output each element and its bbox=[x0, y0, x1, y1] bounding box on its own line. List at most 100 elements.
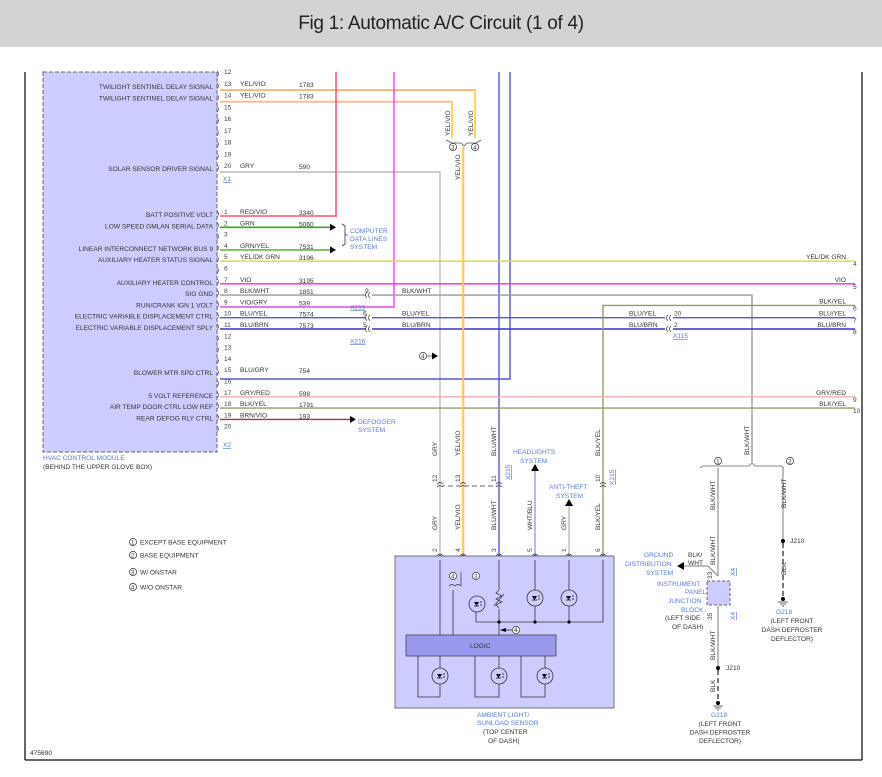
junction-location-1: (LEFT SIDE bbox=[665, 615, 701, 622]
pin-cavity-icon bbox=[216, 210, 219, 218]
right-edge-wire-label: BLU/YEL bbox=[819, 311, 846, 318]
option-number: 4 bbox=[473, 145, 477, 151]
sensor-location-1: (TOP CENTER bbox=[483, 729, 528, 736]
junction-dot bbox=[567, 620, 571, 624]
pin-cavity-icon bbox=[216, 402, 219, 410]
pin-cavity-icon bbox=[216, 153, 219, 160]
photodiode-icon bbox=[468, 595, 486, 613]
pin-signal-label: TWILIGHT SENTINEL DELAY SIGNAL bbox=[99, 84, 213, 91]
pin-number: 5 bbox=[224, 254, 228, 261]
wire-color-label: BRN/VIO bbox=[240, 412, 267, 419]
circuit-number: 598 bbox=[299, 391, 310, 398]
pin-cavity-icon bbox=[216, 129, 219, 136]
arrow-icon bbox=[531, 464, 539, 471]
pin-number: 13 bbox=[224, 345, 232, 352]
wire-color-label: BLU/YEL bbox=[240, 311, 267, 318]
x2-connector-label[interactable]: X2 bbox=[223, 442, 231, 449]
pin-number: 10 bbox=[224, 311, 232, 318]
wire-color-label: BLK/ bbox=[688, 552, 702, 559]
legend-option-number: 2 bbox=[131, 553, 135, 559]
pin-cavity-icon bbox=[216, 244, 219, 252]
pin-number: 9 bbox=[224, 299, 228, 306]
inline-connector-icon bbox=[666, 325, 672, 333]
svg-text:AMBIENT LIGHT/: AMBIENT LIGHT/ bbox=[477, 712, 529, 719]
wire-vio-gry-539[interactable] bbox=[220, 72, 395, 308]
splice-label: J210 bbox=[726, 665, 741, 672]
pin-cavity-icon bbox=[216, 233, 219, 240]
junction-pin-number: 33 bbox=[707, 571, 714, 579]
junction-block-name[interactable]: INSTRUMENT PANEL JUNCTION BLOCK bbox=[657, 581, 706, 614]
wire-color-label: BLU/YEL bbox=[402, 311, 429, 318]
option-brace bbox=[445, 139, 482, 147]
circuit-number: 3340 bbox=[299, 210, 314, 217]
legend-option-text: BASE EQUIPMENT bbox=[140, 553, 199, 560]
svg-text:BLOCK: BLOCK bbox=[681, 607, 704, 614]
wire-color-label: YEL/VIO bbox=[455, 430, 462, 456]
figure-title: Fig 1: Automatic A/C Circuit (1 of 4) bbox=[298, 12, 584, 34]
wire-color-label: GRY/RED bbox=[240, 390, 270, 397]
arrow-icon bbox=[330, 246, 336, 254]
sensor-name[interactable]: AMBIENT LIGHT/ SUNLOAD SENSOR bbox=[477, 712, 539, 727]
option-circle bbox=[786, 457, 794, 465]
wire-color-label: RED/VIO bbox=[240, 209, 267, 216]
pin-number: 5 bbox=[363, 322, 367, 329]
pin-number: 20 bbox=[224, 163, 232, 170]
wire-yel-vio-13[interactable] bbox=[220, 88, 476, 138]
wire-blk-wht-1851[interactable] bbox=[372, 294, 753, 462]
x1-connector-label[interactable]: X1 bbox=[223, 176, 231, 183]
legend-option-number: 4 bbox=[131, 585, 135, 591]
wire-color-label: BLU/YEL bbox=[629, 311, 656, 318]
diode-glyph bbox=[566, 596, 571, 600]
inline-connector-icon bbox=[365, 314, 371, 321]
wire-color-label: BLU/BRN bbox=[629, 322, 658, 329]
wire-color-label: BLU/WHT bbox=[491, 426, 498, 456]
pin-cavity-icon bbox=[216, 357, 219, 365]
pin-cavity-icon bbox=[216, 323, 219, 331]
anti-theft-system[interactable]: ANTI-THEFT SYSTEM bbox=[549, 484, 587, 500]
thermistor-icon bbox=[493, 589, 505, 609]
diode-glyph bbox=[474, 602, 479, 606]
wire-yel-vio-14[interactable] bbox=[220, 100, 453, 139]
ground-distribution-system[interactable]: GROUND DISTRIBUTION SYSTEM bbox=[625, 552, 674, 577]
wire-gry-590[interactable] bbox=[220, 171, 441, 560]
option-circle bbox=[449, 572, 457, 580]
defogger-system[interactable]: DEFOGGER SYSTEM bbox=[358, 419, 396, 434]
wire-blu-gry-754[interactable] bbox=[220, 72, 511, 380]
pin-number: 2 bbox=[224, 220, 228, 227]
wire-color-label: GRN bbox=[240, 220, 255, 227]
wire-color-label: BLK/WHT bbox=[402, 288, 431, 295]
wire-color-label: BLK bbox=[781, 562, 788, 575]
pin-signal-label: ELECTRIC VARIABLE DISPLACEMENT SPLY bbox=[76, 325, 214, 332]
pin-cavity-icon bbox=[216, 391, 219, 399]
diode-glyph bbox=[437, 673, 445, 679]
ambient-light-sensor-box[interactable] bbox=[394, 555, 615, 709]
headlights-system[interactable]: HEADLIGHTS SYSTEM bbox=[513, 449, 556, 465]
pin-number: 13 bbox=[224, 81, 232, 88]
wire-color-label: YEL/VIO bbox=[455, 154, 462, 180]
x115-connector-label: X115 bbox=[673, 333, 688, 340]
sensor-pin-wire-label: BLU/WHT bbox=[491, 500, 498, 530]
pin-signal-label: 5 VOLT REFERENCE bbox=[148, 393, 213, 400]
inline-connector-icon bbox=[365, 291, 371, 299]
pin-cavity-icon bbox=[216, 222, 219, 229]
computer-data-lines-system[interactable]: COMPUTER DATA LINES SYSTEM bbox=[341, 223, 388, 251]
instrument-panel-junction-block[interactable] bbox=[706, 580, 731, 606]
diode-glyph bbox=[532, 596, 537, 600]
wire-blk-yel[interactable] bbox=[602, 304, 855, 560]
module-name[interactable]: HVAC CONTROL MODULE bbox=[43, 455, 125, 462]
pin-cavity-icon bbox=[216, 106, 219, 113]
svg-text:COMPUTER: COMPUTER bbox=[350, 228, 388, 235]
wire-color-label: GRN/YEL bbox=[240, 243, 269, 250]
ground-location-label: (LEFT FRONT bbox=[771, 618, 814, 625]
pin-number: 10 bbox=[595, 474, 602, 482]
ground-location-label: (LEFT FRONT bbox=[699, 721, 742, 728]
option-circle bbox=[512, 626, 520, 634]
option-number: 4 bbox=[421, 354, 425, 360]
wire-blk-wht-ground-dist[interactable] bbox=[680, 565, 719, 577]
svg-text:JUNCTION: JUNCTION bbox=[668, 598, 702, 605]
sensor-pin-number: 6 bbox=[595, 548, 602, 552]
wire-color-label: GRY bbox=[432, 441, 439, 456]
pin-cavity-icon bbox=[216, 94, 219, 101]
sensor-pin-wire-label: GRY bbox=[432, 515, 439, 530]
pin-signal-label: AUXILIARY HEATER STATUS SIGNAL bbox=[98, 257, 214, 264]
